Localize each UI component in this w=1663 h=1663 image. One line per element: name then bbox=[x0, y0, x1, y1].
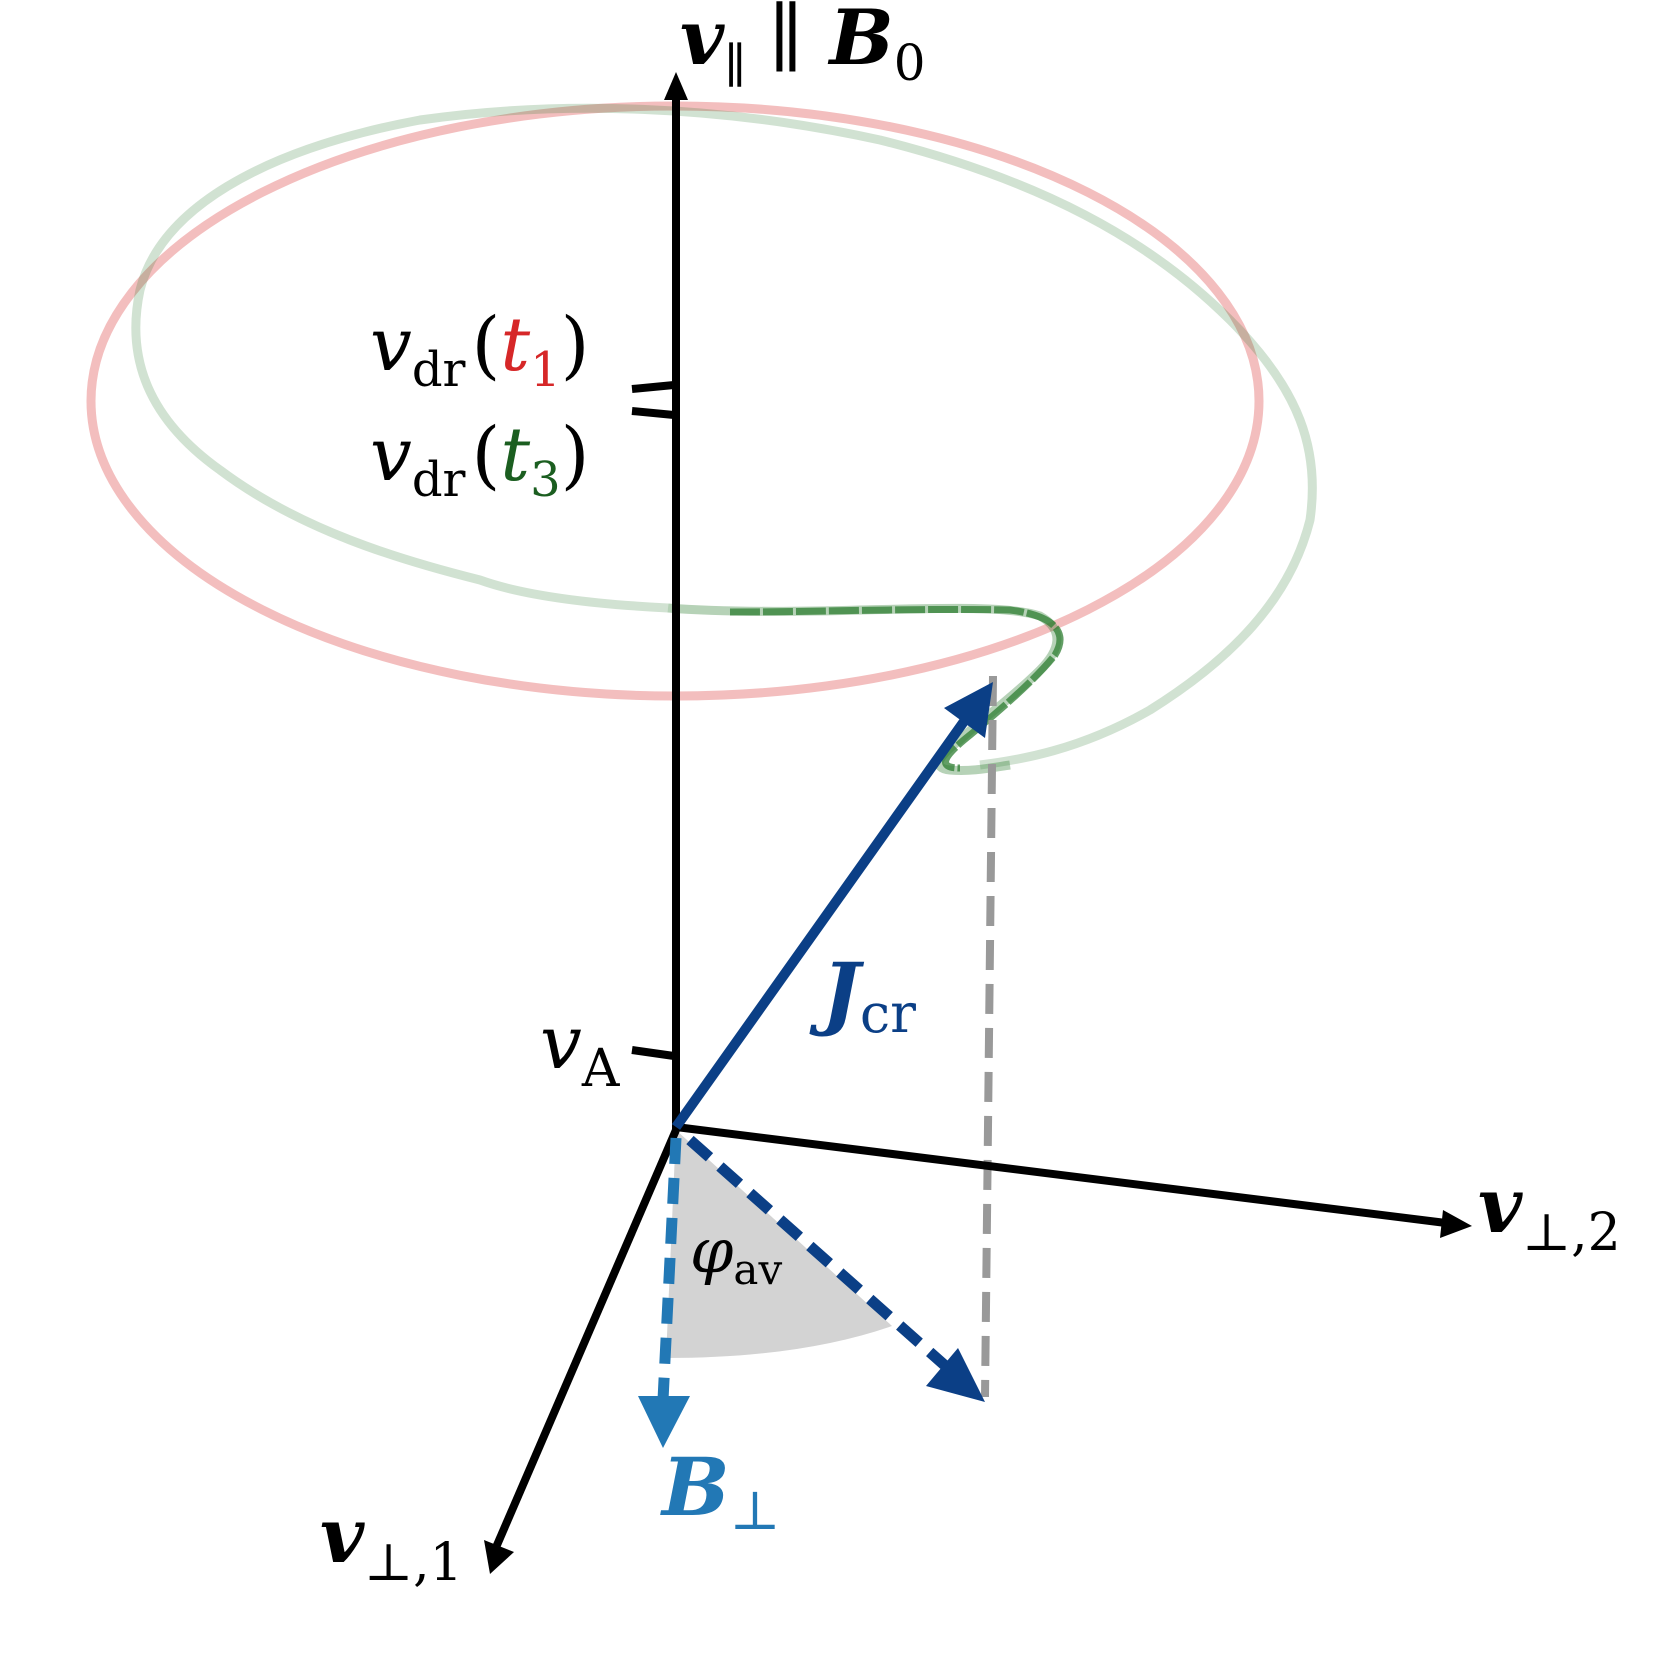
angle-wedge-phi-av bbox=[666, 1130, 892, 1358]
axis-v-perp1 bbox=[490, 1128, 680, 1554]
arrow-j-cr-projection-head bbox=[926, 1348, 985, 1402]
drift-trajectory-t3 bbox=[131, 103, 1317, 770]
drift-trajectory-t3-loop bbox=[729, 605, 1064, 772]
axis-v-perp2-arrowhead bbox=[1440, 1210, 1472, 1238]
axis-v-perp2 bbox=[675, 1123, 1447, 1227]
label-v-parallel-b0: v∥∥B0 bbox=[680, 0, 926, 94]
label-v-perp2: v⊥,2 bbox=[1478, 1161, 1621, 1263]
drift-trajectory-t3-close bbox=[667, 603, 1062, 775]
label-phi-av: φav bbox=[690, 1214, 782, 1294]
axis-v-parallel-arrowhead bbox=[664, 72, 688, 100]
label-j-cr: Jcr bbox=[809, 945, 916, 1045]
tick-v-dr-t3 bbox=[631, 407, 675, 419]
label-v-dr-t3: vdr(t3) bbox=[370, 412, 590, 508]
label-b-perp: B⊥ bbox=[660, 1440, 780, 1542]
label-v-dr-t1: vdr(t1) bbox=[370, 302, 590, 398]
label-v-perp1: v⊥,1 bbox=[320, 1491, 463, 1593]
axis-v-perp1-arrowhead bbox=[484, 1540, 514, 1574]
arrow-j-cr-projection bbox=[686, 1135, 954, 1375]
tick-v-a bbox=[631, 1046, 675, 1060]
arrow-j-cr-head bbox=[944, 682, 993, 738]
arrow-b-perp-head bbox=[638, 1396, 690, 1448]
tick-v-dr-t1 bbox=[631, 381, 675, 393]
arrow-j-cr bbox=[671, 717, 970, 1130]
projection-line bbox=[981, 675, 997, 1398]
label-v-a: vA bbox=[540, 1000, 621, 1099]
arrow-b-perp bbox=[657, 1137, 682, 1401]
